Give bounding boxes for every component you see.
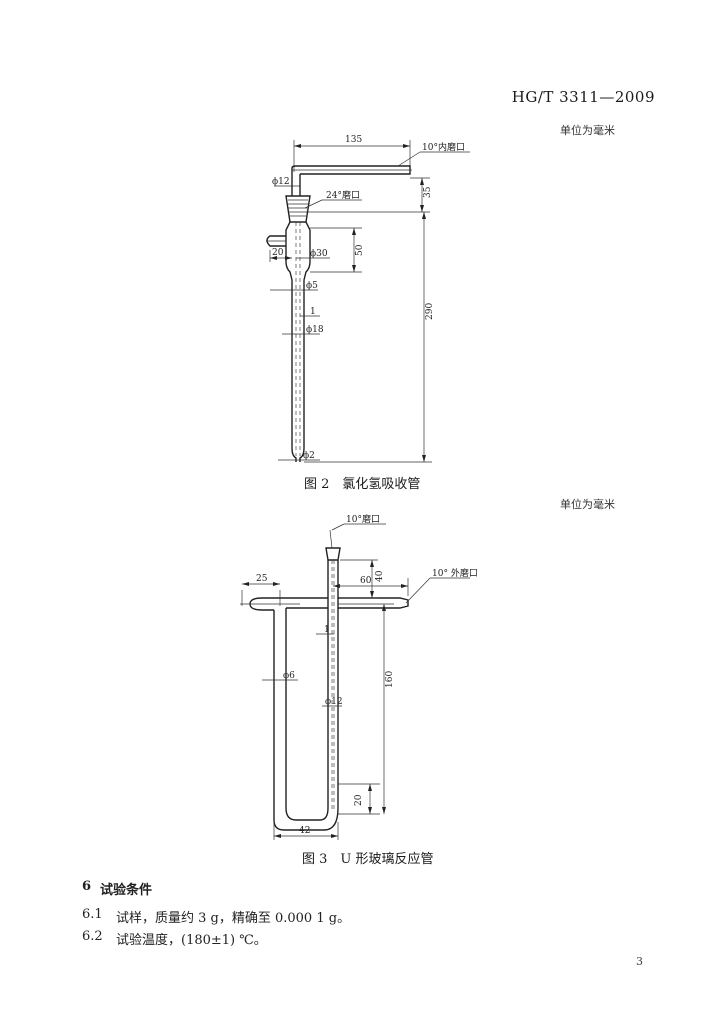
fig2-label-phi5: ϕ5 [306, 281, 318, 291]
fig2-dim-135: 135 [345, 135, 362, 145]
section-title: 试验条件 [100, 883, 153, 898]
fig3-dim-40: 40 [375, 570, 385, 582]
fig2-dim-20: 20 [272, 248, 284, 258]
clause-6-1-text: 试样，质量约 3 g，精确至 0.000 1 g。 [116, 911, 351, 926]
fig3-label-d1: 1 [324, 625, 330, 635]
fig2-dim-35: 35 [423, 186, 433, 198]
standard-number: HG/T 3311—2009 [511, 88, 655, 106]
section-number: 6 [82, 879, 92, 894]
figure2-caption: 图 2 氯化氢吸收管 [304, 477, 421, 492]
fig2-label-phi12: ϕ12 [272, 177, 290, 187]
fig2-label-ground24: 24°磨口 [326, 190, 360, 201]
fig3-label-outer10: 10° 外磨口 [432, 567, 478, 579]
fig3-dim-42: 42 [299, 826, 310, 836]
fig2-label-phi18: ϕ18 [306, 325, 324, 335]
fig2-dim-50: 50 [355, 244, 365, 256]
fig2-dim-290: 290 [425, 303, 435, 320]
fig3-label-ground10: 10°磨口 [346, 514, 380, 525]
clause-6-1-number: 6.1 [82, 907, 103, 922]
figure3-unit-note: 单位为毫米 [560, 498, 615, 511]
fig3-dim-160: 160 [385, 671, 395, 688]
page-number: 3 [636, 955, 643, 968]
figure3-caption: 图 3 U 形玻璃反应管 [302, 852, 434, 867]
fig2-label-phi2: ϕ2 [303, 451, 315, 461]
fig3-dim-25: 25 [256, 574, 268, 584]
fig3-dim-60: 60 [360, 576, 372, 586]
fig3-label-phi12: ϕ12 [325, 697, 343, 707]
fig3-dim-20: 20 [354, 794, 364, 806]
fig2-label-d1: 1 [310, 307, 316, 317]
fig2-label-phi30: ϕ30 [310, 249, 328, 259]
clause-6-2-text: 试验温度，(180±1) ℃。 [116, 933, 267, 948]
figure2-unit-note: 单位为毫米 [560, 124, 615, 137]
clause-6-2-number: 6.2 [82, 929, 103, 944]
fig3-label-phi6: ϕ6 [283, 671, 295, 681]
fig2-label-ground10: 10°内磨口 [422, 141, 465, 153]
